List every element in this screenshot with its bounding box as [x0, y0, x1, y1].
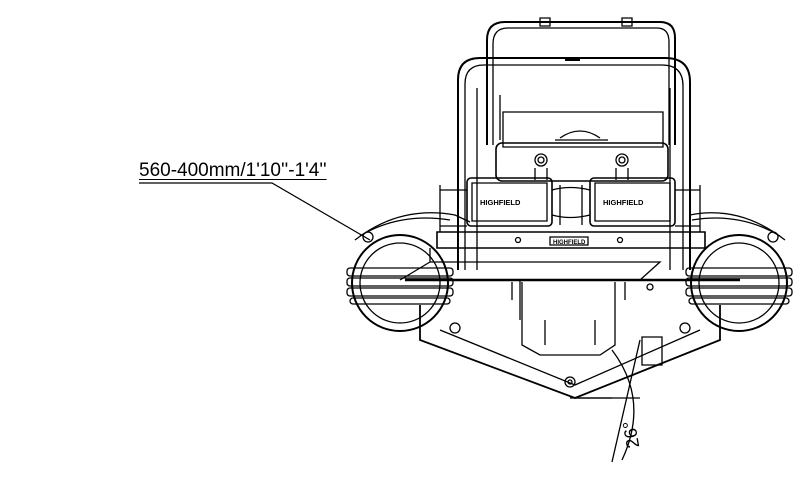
right-tube: [686, 213, 792, 331]
helm-console: [496, 112, 668, 181]
hull: [420, 280, 720, 398]
twin-engine-covers: [440, 178, 700, 232]
tube-diameter-label: 560-400mm/1'10''-1'4'': [139, 160, 327, 181]
nameplate-text: HIGHFIELD: [553, 240, 586, 246]
roll-bar-arch: [458, 18, 690, 270]
deadrise-angle-label: 26°: [618, 419, 644, 450]
left-tube: [347, 213, 470, 331]
nameplate-text: HIGHFIELD: [480, 198, 521, 207]
transom-deck: [400, 232, 740, 280]
dimension-leader-line: [139, 183, 370, 240]
nameplate-text: HIGHFIELD: [603, 198, 644, 207]
deadrise-angle-dimension: [570, 340, 640, 462]
